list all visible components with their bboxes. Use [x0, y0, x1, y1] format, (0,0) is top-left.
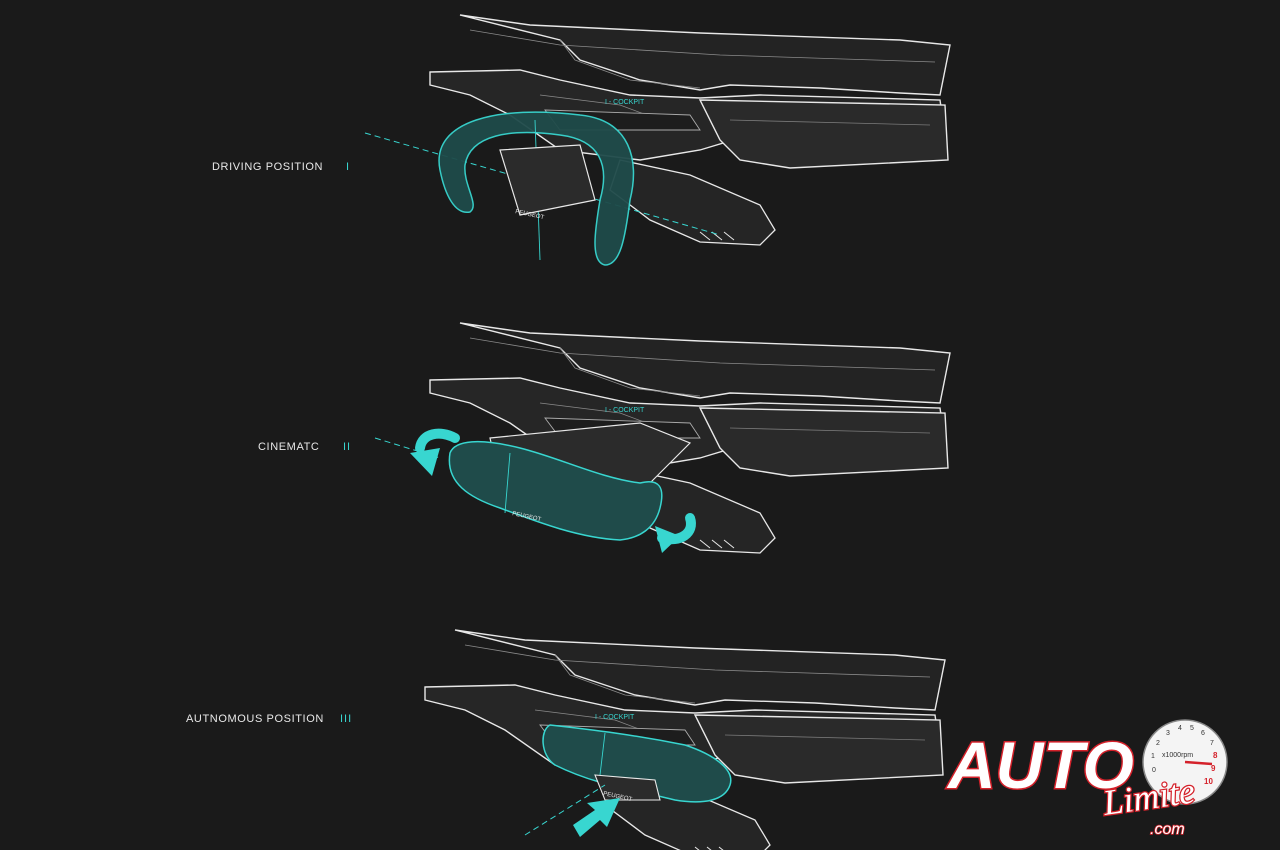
- numeral-autonomous-position: III: [340, 713, 353, 725]
- label-driving-position: DRIVING POSITION: [212, 161, 324, 173]
- panel-text-2: I - COCKPIT: [605, 407, 645, 414]
- label-autonomous-position: AUTNOMOUS POSITION: [186, 713, 324, 725]
- panel-text-1: I - COCKPIT: [605, 99, 645, 106]
- logo-word: AUTO: [946, 728, 1134, 802]
- logo-domain: .com: [1150, 821, 1185, 838]
- gauge-tick-6: 6: [1201, 730, 1205, 737]
- gauge-tick-7: 7: [1210, 740, 1214, 747]
- sketch-cinematic: I - COCKPIT PEUGEOT: [374, 322, 951, 554]
- gauge-tick-9: 9: [1211, 764, 1216, 773]
- gauge-tick-8: 8: [1213, 751, 1218, 760]
- gauge-tick-10: 10: [1204, 777, 1213, 786]
- sketch-autonomous-position: I - COCKPIT PEUGEOT: [424, 629, 946, 850]
- sketch-driving-position: I - COCKPIT PEUGEOT: [364, 14, 951, 266]
- gauge-tick-5: 5: [1190, 725, 1194, 732]
- label-cinematic: CINEMATC: [258, 441, 320, 453]
- gauge-tick-4: 4: [1178, 725, 1182, 732]
- gauge-tick-0: 0: [1152, 767, 1156, 774]
- gauge-tick-1: 1: [1151, 753, 1155, 760]
- gauge-tick-2: 2: [1156, 740, 1160, 747]
- panel-text-3: I - COCKPIT: [595, 714, 635, 721]
- gauge-needle: [1184, 760, 1213, 766]
- numeral-cinematic: II: [343, 441, 352, 453]
- numeral-driving-position: I: [346, 161, 351, 173]
- gauge-tick-3: 3: [1166, 730, 1170, 737]
- gauge-label: x1000rpm: [1162, 752, 1193, 759]
- autolimite-logo: x1000rpm 0 1 2 3 4 5 6 7 8 9 10 AUTO Lim…: [945, 719, 1228, 839]
- logo-sub: Limite: [1100, 771, 1198, 824]
